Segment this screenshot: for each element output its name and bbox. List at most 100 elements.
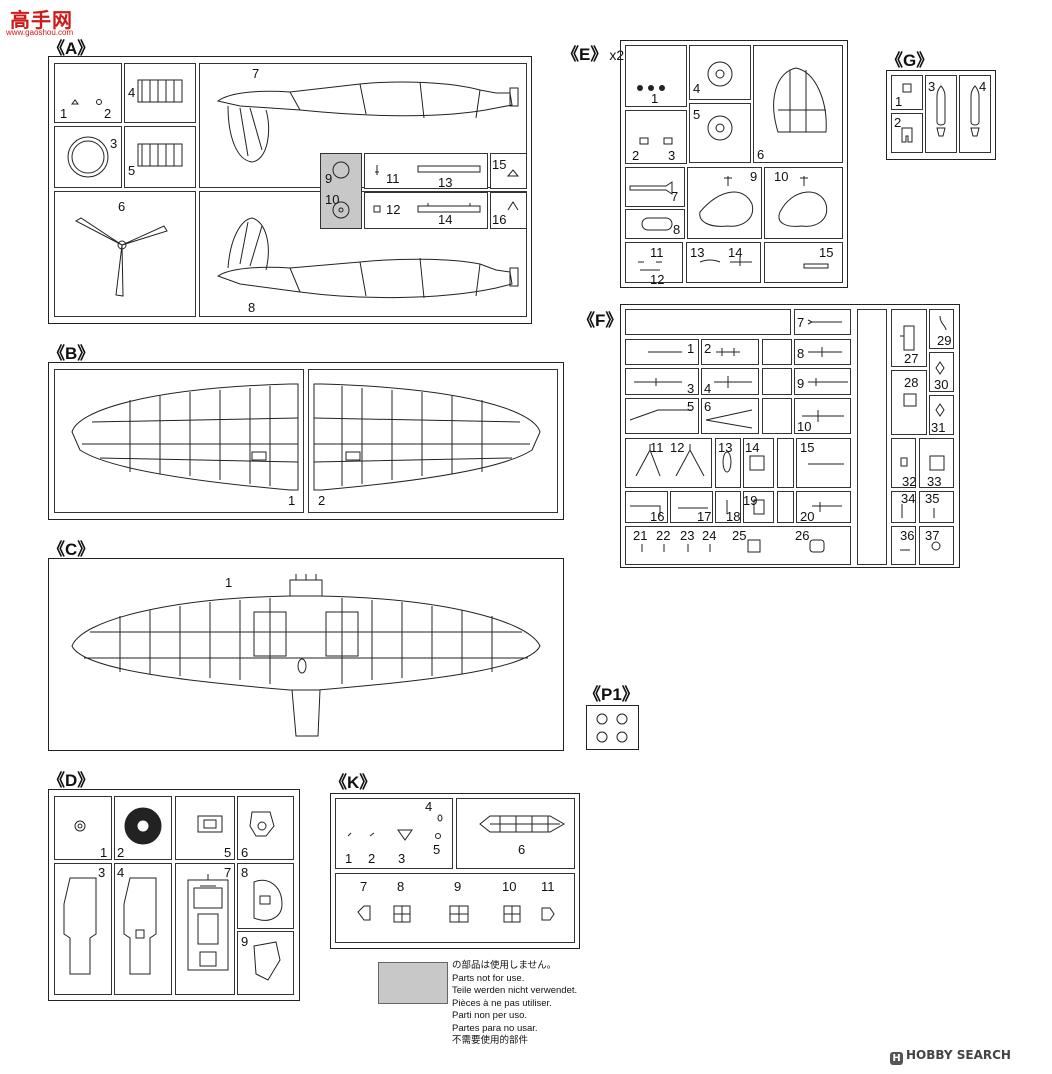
sprue-frame-c	[48, 558, 564, 751]
part-label-f1: 1	[687, 341, 695, 356]
part-a2-drawing	[96, 99, 102, 105]
part-label-f19: 19	[743, 493, 758, 508]
sprue-a-cell-15	[490, 153, 527, 189]
part-label-a9: 9	[325, 171, 333, 186]
part-f8-drawing	[808, 347, 842, 357]
part-label-f31: 31	[931, 420, 946, 435]
sprue-g-cell-3	[925, 75, 957, 153]
sprue-k-cell-6	[456, 798, 575, 869]
part-label-f27: 27	[904, 351, 919, 366]
sprue-d-cell-8	[237, 863, 294, 929]
sprue-a-cell-6	[54, 191, 196, 317]
part-label-d7: 7	[224, 865, 232, 880]
part-k9-drawing	[449, 905, 469, 923]
watermark-text: HOBBY SEARCH	[906, 1048, 1011, 1062]
part-label-g2: 2	[894, 115, 902, 130]
group-label-g: 《G》	[886, 51, 934, 70]
part-label-d8: 8	[241, 865, 249, 880]
part-k8-drawing	[393, 905, 411, 923]
part-label-a2: 2	[104, 106, 112, 121]
sprue-f-cell-blank-2	[762, 339, 792, 365]
part-label-a8: 8	[248, 300, 256, 315]
part-k4-5-drawing	[435, 814, 443, 839]
sprue-e-cell-5	[689, 103, 751, 163]
part-b2-wing-drawing	[313, 383, 541, 491]
part-f12-drawing	[675, 444, 705, 477]
part-label-k4: 4	[425, 799, 433, 814]
part-label-f32: 32	[902, 474, 917, 489]
sprue-b-cell-1	[54, 369, 304, 513]
part-a5-drawing	[137, 143, 183, 167]
part-label-f14: 14	[745, 440, 760, 455]
part-a1-drawing	[71, 99, 79, 105]
part-label-k8: 8	[397, 879, 405, 894]
part-label-d3: 3	[98, 865, 106, 880]
sprue-e-cell-8	[625, 209, 685, 239]
part-f27-drawing	[900, 325, 915, 351]
part-label-d2: 2	[117, 845, 125, 860]
part-f16-drawing	[630, 505, 661, 516]
part-label-a12: 12	[386, 202, 401, 217]
part-label-g3: 3	[928, 79, 936, 94]
part-e8-drawing	[641, 217, 673, 231]
part-a8-fuselage-drawing	[216, 217, 519, 299]
part-label-f18: 18	[726, 509, 741, 524]
part-e9-drawing	[699, 176, 754, 227]
sprue-f-cell-33	[919, 438, 954, 488]
part-k1-3-drawing	[347, 829, 413, 841]
unused-parts-notice: の部品は使用しません。 Parts not for use. Teile wer…	[452, 960, 577, 1048]
part-f9-drawing	[808, 378, 848, 386]
part-label-d9: 9	[241, 934, 249, 949]
part-a14-drawing	[417, 203, 481, 213]
sprue-f-cell-29	[929, 309, 954, 349]
part-f26-drawing	[809, 539, 825, 553]
part-f14-drawing	[749, 455, 765, 471]
part-label-a5: 5	[128, 163, 136, 178]
sprue-f-cell-5	[625, 398, 699, 434]
part-e5-drawing	[707, 115, 733, 141]
part-label-k5: 5	[433, 842, 441, 857]
part-label-f24: 24	[702, 528, 717, 543]
part-label-k11: 11	[541, 879, 555, 894]
sprue-e-cell-7	[625, 167, 685, 207]
part-e7-bomb-drawing	[629, 181, 673, 195]
part-label-a6: 6	[118, 199, 126, 214]
sprue-f-cell-37	[919, 526, 954, 565]
group-label-a: 《A》	[48, 39, 95, 58]
part-f3-drawing	[634, 378, 682, 386]
part-label-f7: 7	[797, 315, 805, 330]
part-label-e5: 5	[693, 107, 701, 122]
part-label-f37: 37	[925, 528, 940, 543]
part-label-d4: 4	[117, 865, 125, 880]
logo-url-text: www.gaoshou.com	[6, 28, 74, 37]
sprue-e-cell-2-3	[625, 110, 687, 164]
part-label-f36: 36	[900, 528, 915, 543]
part-k7-drawing	[357, 905, 371, 921]
part-f13-drawing	[722, 451, 732, 473]
part-a7-fuselage-drawing	[216, 81, 519, 163]
part-label-e10: 10	[774, 169, 789, 184]
part-d9-drawing	[253, 941, 281, 981]
part-label-f34: 34	[901, 491, 916, 506]
sprue-k-cell-1-5	[335, 798, 453, 869]
sprue-f-runner	[857, 309, 887, 565]
sprue-f-cell-35	[919, 491, 954, 523]
part-label-f20: 20	[800, 509, 815, 524]
sprue-f-cell-blank-3	[762, 368, 792, 395]
part-d7-drawing	[187, 874, 229, 971]
part-f21-24-drawing	[641, 544, 711, 552]
sprue-f-cell-14	[743, 438, 774, 488]
part-label-f28: 28	[904, 375, 919, 390]
part-label-f11: 11	[650, 440, 664, 455]
notice-line-ja: の部品は使用しません。	[452, 960, 557, 971]
part-label-c1: 1	[225, 575, 233, 590]
sprue-f-cell-36	[891, 526, 916, 565]
part-f2-drawing	[716, 348, 740, 356]
part-label-e11: 11	[650, 245, 664, 260]
part-e2-3-drawing	[639, 137, 673, 145]
sprue-f-cell-blank-6	[777, 491, 794, 523]
part-d2-wheel-drawing	[124, 807, 162, 845]
part-label-f12: 12	[670, 440, 685, 455]
